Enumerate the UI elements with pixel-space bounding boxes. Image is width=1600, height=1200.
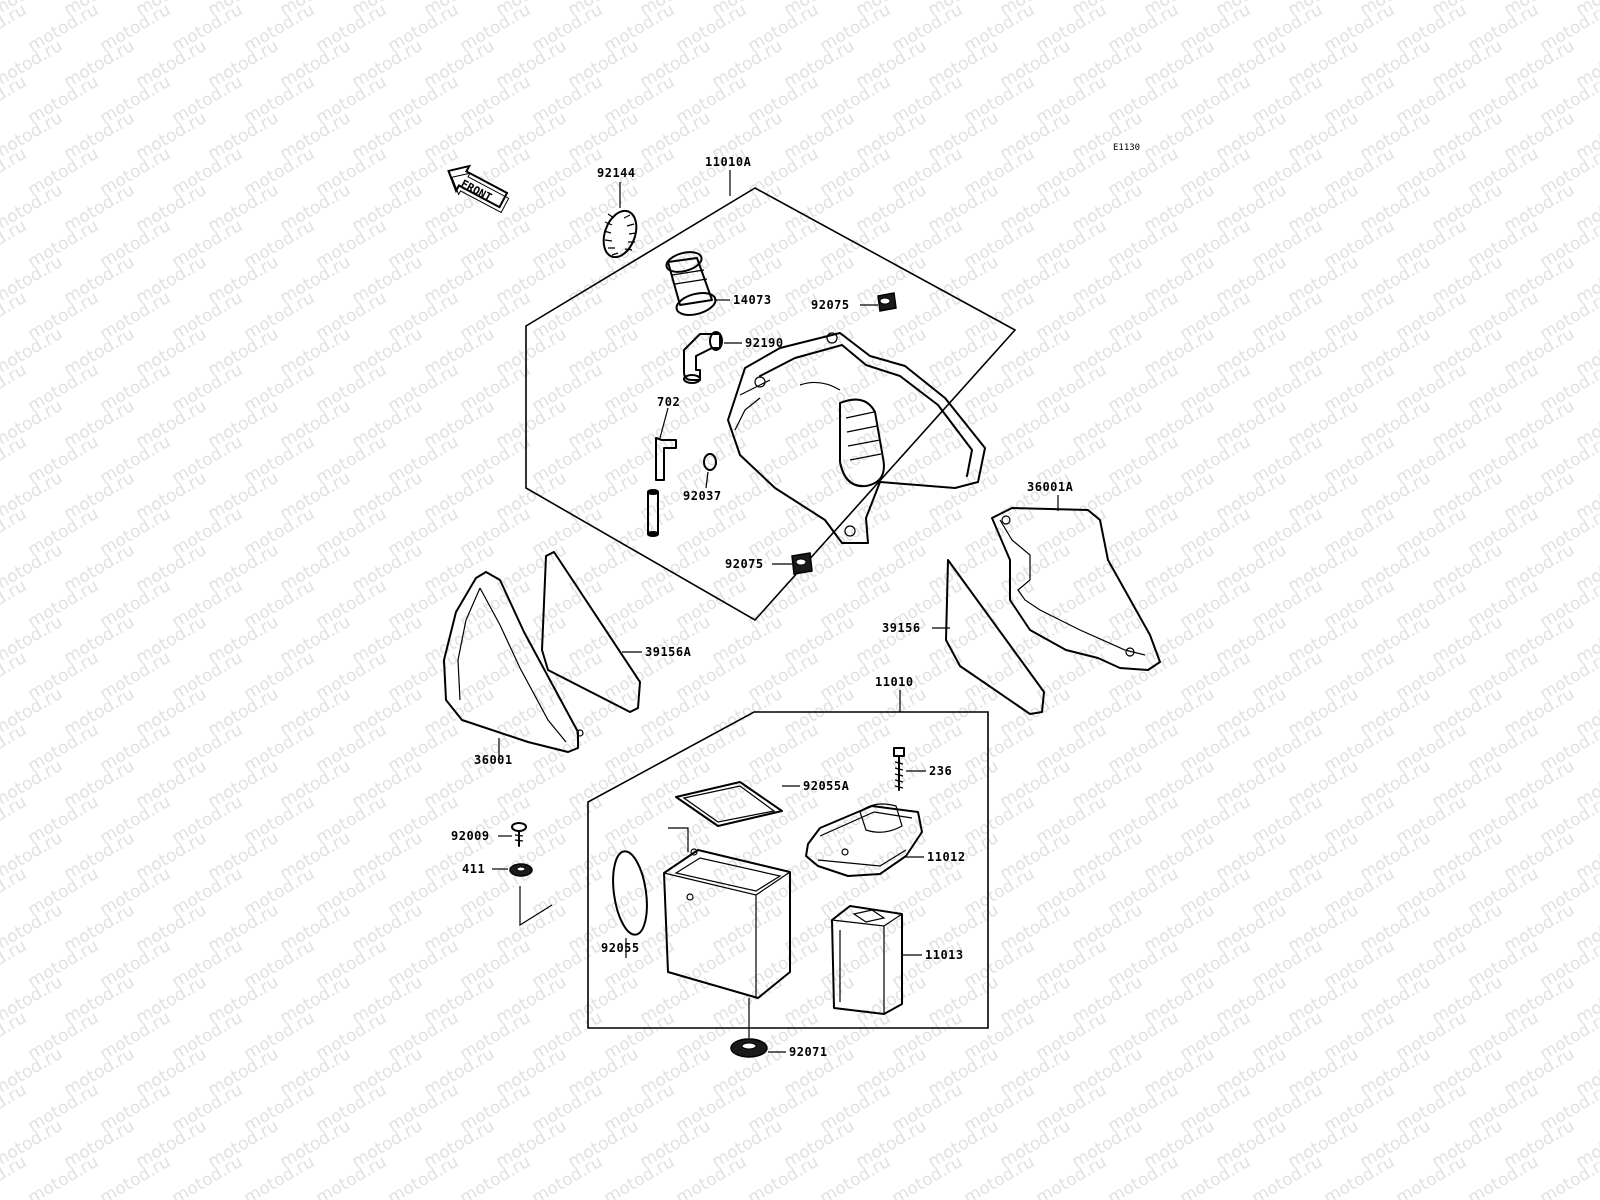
part-label-92071: 92071 (789, 1045, 828, 1059)
watermark-text: motod.ru (0, 1080, 30, 1136)
part-label-11013: 11013 (925, 948, 964, 962)
watermark-text: motod.ru (0, 792, 30, 848)
o-ring-92055 (612, 850, 648, 936)
watermark-text: motod.ru (0, 864, 30, 920)
watermark-text: motod.ru (0, 288, 30, 344)
part-label-411: 411 (462, 862, 485, 876)
part-label-92075-bottom: 92075 (725, 557, 764, 571)
side-cover-36001 (443, 571, 584, 753)
group-label-upper: 11010A (705, 155, 752, 169)
upper-group-frame (525, 187, 1017, 622)
air-box-housing (727, 332, 986, 544)
part-label-92037: 92037 (683, 489, 722, 503)
element-holder-11012 (805, 803, 923, 877)
watermark-text: motod.ru (0, 432, 30, 488)
watermark-text: motod.ru (0, 72, 30, 128)
watermark-text: motod.ru (0, 0, 30, 56)
watermark-text: motod.ru (1537, 1152, 1600, 1200)
washer-411 (509, 863, 533, 877)
filter-pad-39156A (541, 551, 641, 713)
filter-pad-39156 (945, 559, 1045, 715)
part-label-92144: 92144 (597, 166, 636, 180)
watermark-text: motod.ru (0, 720, 30, 776)
watermark-text: motod.ru (0, 1008, 30, 1064)
watermark-text: motod.ru (0, 504, 30, 560)
side-cover-36001A (991, 507, 1161, 671)
watermark-text: motod.ru (0, 144, 30, 200)
grommet-92075-bottom (791, 552, 813, 575)
screw-92009 (511, 822, 527, 847)
part-label-39156: 39156 (882, 621, 921, 635)
watermark-text: motod.ru (0, 936, 30, 992)
spring-clamp-92144 (602, 209, 638, 259)
watermark-text: motod.ru (0, 648, 30, 704)
part-label-92055A: 92055A (803, 779, 850, 793)
grommet-92071 (730, 1038, 768, 1058)
watermark-text: motod.ru (0, 576, 30, 632)
intake-duct-14073 (665, 251, 717, 316)
grommet-92075-top (877, 292, 897, 312)
front-arrow-icon (447, 164, 510, 214)
watermark-text: motod.ru (0, 216, 30, 272)
part-label-11012: 11012 (927, 850, 966, 864)
filter-element-11013 (831, 905, 903, 1015)
part-label-92055: 92055 (601, 941, 640, 955)
elbow-fitting-92190 (683, 331, 723, 384)
part-label-92075-top: 92075 (811, 298, 850, 312)
watermark-text: motod.ru (0, 360, 30, 416)
diagram-code: E1130 (1113, 143, 1140, 153)
gasket-92055A (675, 781, 783, 827)
fastener-leader (519, 886, 553, 927)
breather-hose-702 (647, 437, 677, 537)
part-label-36001: 36001 (474, 753, 513, 767)
lower-group-frame (587, 711, 989, 1029)
part-label-36001A: 36001A (1027, 480, 1074, 494)
clip-92037 (703, 453, 717, 471)
part-label-236: 236 (929, 764, 952, 778)
part-label-92190: 92190 (745, 336, 784, 350)
air-box-case (663, 827, 791, 999)
part-label-14073: 14073 (733, 293, 772, 307)
part-label-702: 702 (657, 395, 680, 409)
bolt-236 (893, 747, 905, 791)
part-label-92009: 92009 (451, 829, 490, 843)
group-label-lower: 11010 (875, 675, 914, 689)
part-label-39156A: 39156A (645, 645, 692, 659)
